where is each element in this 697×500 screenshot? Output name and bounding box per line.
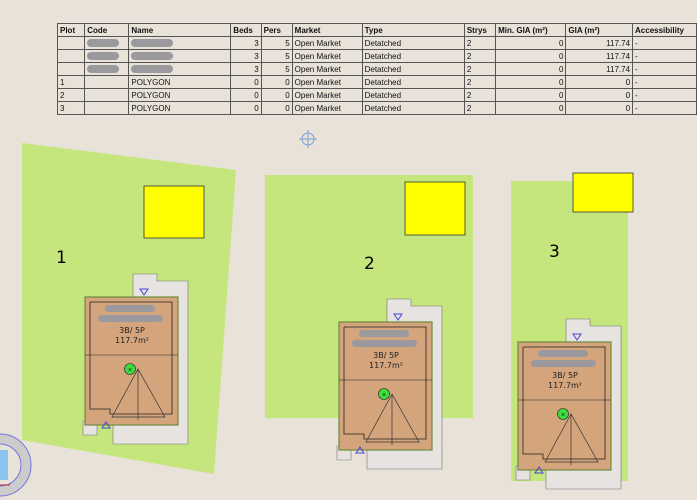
cell-pers[interactable]: 0 xyxy=(260,101,293,115)
house-beds-label: 3B/ 5P xyxy=(552,371,578,380)
house-area-label: 117.7m² xyxy=(369,361,403,370)
redacted-text xyxy=(87,39,120,48)
plot-1-label: 1 xyxy=(56,248,67,268)
plot-2-label: 2 xyxy=(364,254,375,274)
entrance-arrow-icon xyxy=(572,333,582,341)
entrance-arrow-icon xyxy=(101,421,111,429)
crosshair-icon[interactable] xyxy=(299,130,317,148)
redacted-text xyxy=(131,52,174,61)
svg-text:×: × xyxy=(382,392,386,399)
house-beds-label: 3B/ 5P xyxy=(373,351,399,360)
plot-3-label: 3 xyxy=(549,242,560,262)
table-header-row: Plot Code Name Beds Pers Market Type Str… xyxy=(56,23,697,37)
redacted-text xyxy=(98,315,163,322)
garage-3[interactable] xyxy=(572,172,634,213)
house-2[interactable]: 3B/ 5P 117.7m² × xyxy=(336,298,443,470)
house-area-label: 117.7m² xyxy=(115,336,149,345)
entrance-arrow-icon xyxy=(393,313,403,321)
redacted-text xyxy=(352,340,417,347)
garage-2[interactable] xyxy=(404,181,466,236)
cell-access[interactable]: - xyxy=(632,101,697,115)
cell-beds[interactable]: 0 xyxy=(230,101,262,115)
svg-text:×: × xyxy=(561,412,565,419)
redacted-text xyxy=(359,330,409,337)
redacted-text xyxy=(105,305,155,312)
cell-type[interactable]: Detatched xyxy=(361,101,465,115)
entrance-arrow-icon xyxy=(139,288,149,296)
redacted-text xyxy=(131,65,174,74)
redacted-text xyxy=(531,360,596,367)
marker-icon[interactable]: × xyxy=(124,363,136,375)
cell-strys[interactable]: 2 xyxy=(463,101,497,115)
schedule-table: Plot Code Name Beds Pers Market Type Str… xyxy=(56,23,697,115)
house-3[interactable]: 3B/ 5P 117.7m² × xyxy=(515,318,622,490)
redacted-text xyxy=(131,39,174,48)
redacted-text xyxy=(87,52,120,61)
cell-strys[interactable]: 2 xyxy=(463,49,497,63)
marker-icon[interactable]: × xyxy=(378,388,390,400)
entrance-arrow-icon xyxy=(355,446,365,454)
house-1[interactable]: 3B/ 5P 117.7m² × xyxy=(82,273,189,445)
entrance-arrow-icon xyxy=(534,466,544,474)
cell-plot[interactable]: 3 xyxy=(56,101,86,115)
redacted-text xyxy=(87,65,120,74)
house-beds-label: 3B/ 5P xyxy=(119,326,145,335)
col-pers[interactable]: Pers xyxy=(260,23,293,37)
cell-pers[interactable]: 5 xyxy=(260,62,293,76)
cell-gia[interactable]: 0 xyxy=(565,101,634,115)
redacted-text xyxy=(538,350,588,357)
cell-min-gia[interactable]: 0 xyxy=(495,75,567,89)
compass-icon[interactable] xyxy=(0,433,32,497)
garage-1[interactable] xyxy=(143,185,205,239)
cell-code[interactable] xyxy=(84,101,130,115)
marker-icon[interactable]: × xyxy=(557,408,569,420)
svg-text:×: × xyxy=(128,367,132,374)
cell-min-gia[interactable]: 0 xyxy=(495,101,567,115)
house-area-label: 117.7m² xyxy=(548,381,582,390)
